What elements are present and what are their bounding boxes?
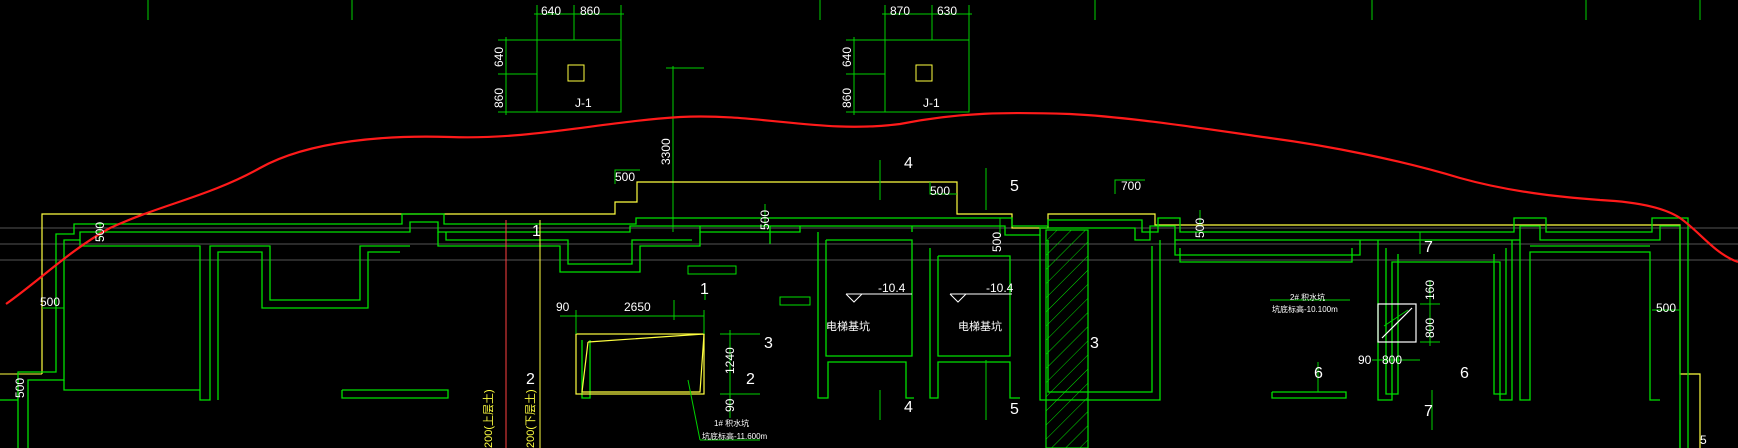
elevation-markers: [845, 293, 1012, 303]
dim-500-d: 500: [758, 210, 772, 230]
vertical-note-lower-soil: 200(下层土): [524, 389, 537, 448]
grid-number-5-bottom: 5: [1010, 401, 1019, 418]
dim-500-i: 500: [13, 378, 27, 398]
sump-2-title: 2# 积水坑: [1290, 292, 1325, 302]
vertical-note-upper-soil: 200(上层土): [482, 389, 495, 448]
footing-label-right: J-1: [923, 96, 940, 110]
dim-700: 700: [1121, 179, 1141, 193]
dim-90-c: 90: [1358, 353, 1372, 367]
elevation-label-2: -10.4: [986, 281, 1014, 295]
elevator-pit-label-1: 电梯基坑: [826, 319, 870, 333]
dim-5-cut: 5: [1700, 433, 1707, 447]
grid-number-6-b: 6: [1460, 365, 1469, 382]
dim-640-right-side: 640: [840, 47, 854, 67]
dim-90-b: 90: [723, 398, 737, 412]
dim-640-left: 640: [541, 4, 561, 18]
grid-number-4-top: 4: [904, 155, 913, 172]
dim-630-right: 630: [937, 4, 957, 18]
dim-800-v: 800: [1423, 318, 1437, 338]
grid-number-3-left: 3: [764, 335, 773, 352]
dim-boxes: [42, 169, 1680, 311]
reference-lines: [0, 227, 1738, 261]
dim-500-c: 500: [93, 222, 107, 242]
dim-500-h: 500: [1656, 301, 1676, 315]
small-rects: [687, 265, 811, 306]
grid-number-4-bottom: 4: [904, 399, 913, 416]
elevation-label-1: -10.4: [878, 281, 906, 295]
grid-number-5-top: 5: [1010, 178, 1019, 195]
hatched-core-wall: [1045, 229, 1089, 448]
elevator-pit-label-2: 电梯基坑: [958, 319, 1002, 333]
dim-500-b: 500: [930, 184, 950, 198]
grid-number-3-mid: 3: [1090, 335, 1099, 352]
dim-800-h: 800: [1382, 353, 1402, 367]
dim-160: 160: [1423, 280, 1437, 300]
footing-j1-right: [846, 5, 972, 115]
grid-axes: [673, 160, 1433, 430]
revision-cloud: [5, 111, 1738, 305]
dim-3300: 3300: [659, 138, 673, 165]
dim-3300-line: [666, 66, 704, 232]
axis-number-2: 2: [526, 371, 535, 388]
grid-number-2-left: 2: [746, 371, 755, 388]
sump-2-detail: 坑底标高-10.100m: [1272, 304, 1338, 314]
dim-90-a: 90: [556, 300, 570, 314]
footing-j1-left: [498, 5, 624, 115]
dim-860-left-side: 860: [492, 88, 506, 108]
foundation-outline: [41, 181, 1701, 448]
dim-2650: 2650: [624, 300, 651, 314]
sump-1: [575, 333, 705, 395]
footing-label-left: J-1: [575, 96, 592, 110]
sump-2-dims: [1270, 280, 1440, 361]
sump-1-title: 1# 积水坑: [714, 418, 749, 428]
dim-860-left: 860: [580, 4, 600, 18]
sump-1-detail: 坑底标高-11.600m: [702, 431, 768, 441]
axis-number-1: 1: [532, 223, 541, 240]
grid-number-7-top: 7: [1424, 239, 1433, 256]
grid-number-1: 1: [700, 281, 709, 298]
dim-870-right: 870: [890, 4, 910, 18]
sump-2: [1377, 303, 1417, 343]
grid-number-6-a: 6: [1314, 365, 1323, 382]
dim-860-right-side: 860: [840, 88, 854, 108]
dim-500-g: 500: [40, 295, 60, 309]
sump-1-dims: [560, 310, 760, 441]
grid-number-7-bottom: 7: [1424, 403, 1433, 420]
top-grid-ticks: [147, 0, 1701, 20]
dim-500-f: 500: [1193, 218, 1207, 238]
dim-640-left-side: 640: [492, 47, 506, 67]
dim-500-e: 500: [990, 232, 1004, 252]
foundation-walls: [0, 213, 1689, 448]
dim-500-a: 500: [615, 170, 635, 184]
dim-1240: 1240: [723, 347, 737, 374]
